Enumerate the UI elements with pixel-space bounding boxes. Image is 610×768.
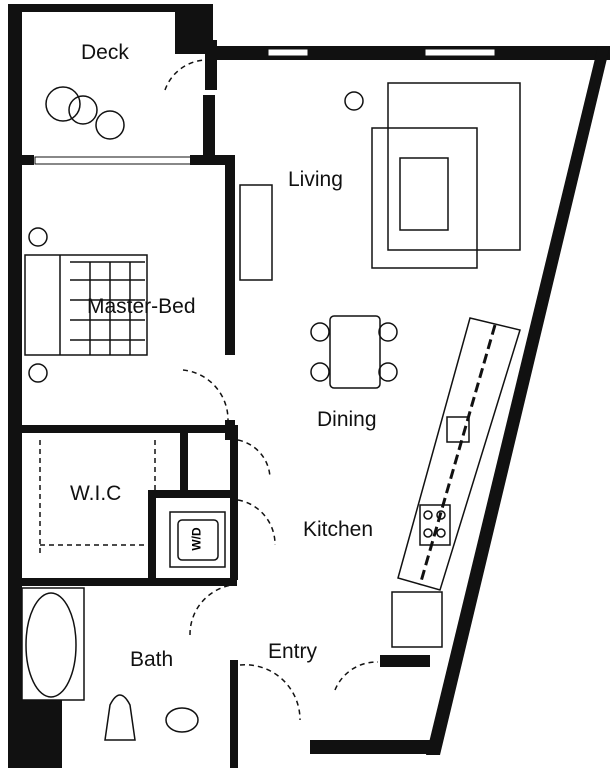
kitchen-sink	[446, 416, 470, 443]
washer-dryer-label: W/D	[189, 527, 204, 551]
room-label-dining: Dining	[317, 408, 377, 431]
washer-dryer	[169, 511, 226, 568]
room-label-kitchen: Kitchen	[303, 518, 374, 541]
bathtub	[25, 592, 77, 698]
cooktop	[419, 504, 451, 546]
room-label-master-bed: Master-Bed	[87, 295, 196, 318]
interior-walls	[22, 95, 238, 768]
kitchen-counter	[397, 317, 521, 591]
coffee-table	[399, 157, 449, 231]
tv-console	[239, 184, 273, 281]
windows	[34, 48, 496, 165]
sink	[165, 707, 199, 733]
door-swings	[39, 59, 379, 721]
exterior-walls	[8, 4, 610, 768]
sectional-sofa	[387, 82, 521, 251]
room-label-wic: W.I.C	[70, 482, 122, 505]
refrigerator	[391, 591, 443, 648]
deck-table	[45, 86, 81, 122]
room-label-entry: Entry	[268, 640, 318, 663]
room-label-bath: Bath	[130, 648, 174, 671]
room-label-deck: Deck	[81, 41, 129, 64]
dining-table	[329, 315, 381, 389]
furniture	[21, 82, 521, 741]
rug	[371, 127, 478, 269]
room-label-living: Living	[288, 168, 343, 191]
toilet	[104, 694, 136, 741]
bed	[24, 254, 148, 356]
